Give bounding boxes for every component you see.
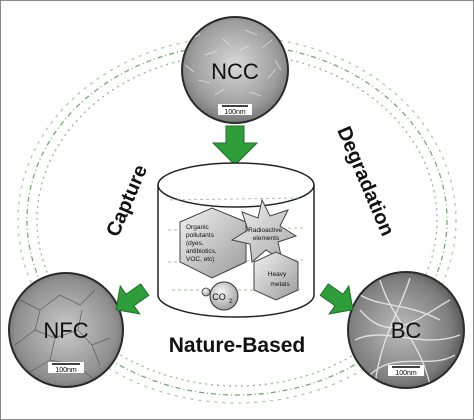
nfc-label: NFC xyxy=(43,318,88,343)
arrows xyxy=(115,125,354,315)
heavy-metals: Heavy metals xyxy=(253,251,299,301)
nfc-node: NFC 100nm xyxy=(8,272,124,388)
arrow-down xyxy=(211,125,259,166)
nfc-texture xyxy=(14,289,111,381)
bc-scale-label: 100nm xyxy=(395,370,417,377)
ncc-scale-label: 100nm xyxy=(224,109,246,116)
organic-pollutants-hexagon: Organic pollutants (dyes, antibiotics, V… xyxy=(179,207,247,279)
co2-small-bubble xyxy=(201,287,211,297)
ncc-node: NCC 100nm xyxy=(181,16,289,124)
arrow-right xyxy=(319,283,354,315)
ncc-label: NCC xyxy=(211,59,259,84)
radioactive-star: Radioactive elements xyxy=(230,198,298,263)
organic-pollutants-text: Organic pollutants (dyes, antibiotics, V… xyxy=(186,224,219,263)
degradation-label: Degradation xyxy=(332,123,398,239)
co2-label: CO xyxy=(212,292,226,302)
arrow-left xyxy=(115,283,150,315)
nfc-scale-label: 100nm xyxy=(55,367,77,374)
bc-texture xyxy=(351,277,461,386)
radioactive-text: Radioactive elements xyxy=(248,227,284,242)
heavy-metals-text: Heavy metals xyxy=(268,271,290,288)
ncc-scale-box xyxy=(218,104,252,115)
nfc-scale-box xyxy=(48,362,84,373)
bc-node: BC 100nm xyxy=(347,271,465,389)
nature-based-label: Nature-Based xyxy=(169,334,306,357)
capture-label: Capture xyxy=(102,162,152,240)
co2-subscript: 2 xyxy=(229,299,233,305)
bc-scale-box xyxy=(388,365,424,376)
co2-sphere: CO 2 xyxy=(201,281,239,311)
bc-label: BC xyxy=(391,318,422,343)
